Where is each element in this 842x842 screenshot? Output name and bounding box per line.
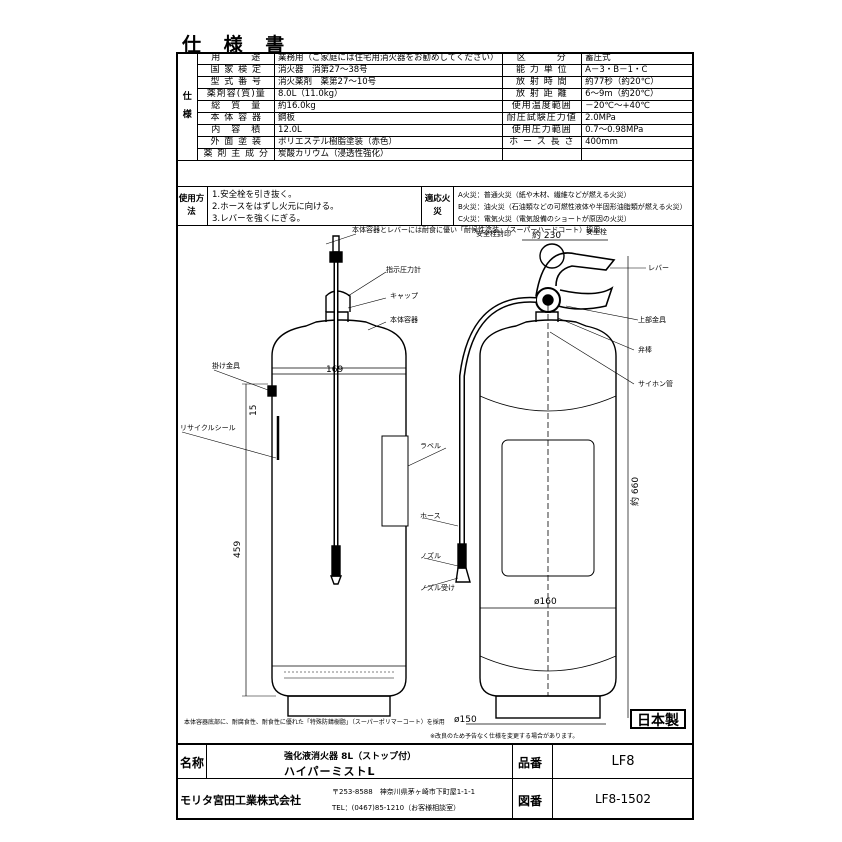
address-line-2: TEL：(0467)85-1210（お客様相談室） (332, 804, 461, 812)
name-label: 名称 (180, 756, 205, 770)
spec-label: 国 家 検 定 (197, 64, 276, 77)
dim-230: 約 230 (532, 229, 561, 241)
recycle-label: リサイクルシール (180, 424, 236, 432)
upper-fitting-label: 上部金具 (638, 315, 666, 324)
spec-value: 消火器 消第27～38号 (274, 64, 503, 77)
spec-value: 炭酸カリウム（浸透性強化） (274, 148, 503, 161)
usage-section: 使用方法 1.安全栓を引き抜く。 2.ホースをはずし火元に向ける。 3.レバーを… (176, 186, 694, 226)
dim-150: ø150 (454, 715, 477, 725)
fire-label: 適応火災 (422, 187, 454, 225)
spec-label-2: 使用温度範囲 (501, 100, 583, 113)
fire-type: B火災：油火災（石油類などの可燃性液体や半固形油脂類が燃える火災） (458, 203, 687, 211)
nozzle-label: ノズル (420, 551, 441, 560)
dim-15: 15 (249, 405, 259, 416)
spec-label-2: 耐圧試験圧力値 (501, 112, 583, 125)
spec-value: 8.0L（11.0kg） (274, 88, 503, 101)
company-name: モリタ宮田工業株式会社 (180, 794, 301, 807)
spec-value-2 (581, 148, 694, 161)
spec-value-2: －20℃～+40℃ (581, 100, 694, 113)
fire-type: C火災：電気火災（電気設備のショートが原因の火災） (458, 215, 631, 223)
product-name-1: 強化液消火器 8L（ストップ付） (284, 752, 417, 762)
usage-step: 2.ホースをはずし火元に向ける。 (212, 202, 339, 212)
usage-label: 使用方法 (176, 187, 208, 225)
lever-label: レバー (648, 264, 669, 272)
spec-value: ポリエステル樹脂塗装（赤色） (274, 136, 503, 149)
dim-169: 169 (326, 365, 343, 375)
spec-label: 用 途 (197, 52, 276, 65)
fire-type: A火災：普通火災（紙や木材、繊維などが燃える火災） (458, 191, 631, 199)
usage-step: 3.レバーを強くにぎる。 (212, 214, 306, 224)
spec-value: 鋼板 (274, 112, 503, 125)
dim-160: ø160 (534, 597, 557, 607)
spec-row: 薬 剤 主 成 分炭酸カリウム（浸透性強化） (177, 148, 694, 161)
cap-label: キャップ (390, 292, 418, 300)
dim-459: 459 (233, 541, 243, 558)
spec-label-2: 区 分 (501, 52, 583, 65)
spec-label-2 (501, 148, 583, 161)
spec-label-2: 放 射 時 間 (501, 76, 583, 89)
spec-label: 内 容 積 (197, 124, 276, 137)
spec-label: 型 式 番 号 (197, 76, 276, 89)
bottom-note-label: 本体容器底部に、耐腐食性、耐食性に優れた「特殊防錆樹脂」（スーパーポリマーコート… (184, 718, 445, 726)
valve-label: 弁棒 (638, 345, 652, 354)
spec-label: 外 面 塗 装 (197, 136, 276, 149)
fire-types: A火災：普通火災（紙や木材、繊維などが燃える火災） B火災：油火災（石油類などの… (454, 187, 694, 225)
usage-step: 1.安全栓を引き抜く。 (212, 190, 297, 200)
spec-value: 業務用（ご家庭には住宅用消火器をお勧めしてください） (274, 52, 503, 65)
spec-label-2: 能 力 単 位 (501, 64, 583, 77)
spec-value: 約16.0kg (274, 100, 503, 113)
spec-side-label: 仕様 (175, 52, 199, 161)
siphon-label: サイホン管 (638, 379, 673, 388)
spec-label-2: 使用圧力範囲 (501, 124, 583, 137)
spec-value-2: 約77秒（約20℃） (581, 76, 694, 89)
drawing-no-label: 図番 (518, 794, 543, 808)
spec-label: 総 質 量 (197, 100, 276, 113)
safety-pin-cover-label: 安全栓封印 (476, 229, 511, 238)
spec-value-2: 0.7～0.98MPa (581, 124, 694, 137)
spec-value-2: 蓄圧式 (581, 52, 694, 65)
spec-label: 本 体 容 器 (197, 112, 276, 125)
hanger-label: 掛け金具 (212, 361, 240, 370)
usage-steps: 1.安全栓を引き抜く。 2.ホースをはずし火元に向ける。 3.レバーを強くにぎる… (208, 187, 422, 225)
spec-value: 消火薬剤 薬第27～10号 (274, 76, 503, 89)
spec-value-2: 6～9m（約20℃） (581, 88, 694, 101)
spec-label-2: 放 射 距 離 (501, 88, 583, 101)
address-line-1: 〒253-8588 神奈川県茅ヶ崎市下町屋1-1-1 (332, 788, 476, 796)
improve-note: ※改良のため予告なく仕様を変更する場合があります。 (430, 732, 578, 740)
part-no: LF8 (611, 754, 635, 769)
spec-label: 薬剤容(質)量 (197, 88, 276, 101)
label-label: ラベル (420, 442, 441, 450)
dim-660: 約 660 (629, 477, 641, 506)
note-top-label: 本体容器とレバーには耐食に優い「耐候性塗装」（スーパーハードコート）採用 (352, 226, 600, 234)
part-no-label: 品番 (518, 756, 543, 770)
title-block: 名称 強化液消火器 8L（ストップ付） ハイパーミストL 品番 LF8 モリタ宮… (176, 743, 694, 820)
spec-value-2: 400mm (581, 136, 694, 149)
safety-pin-label: 安全栓 (586, 227, 607, 236)
extinguisher-drawing: 本体容器とレバーには耐食に優い「耐候性塗装」（スーパーハードコート）採用 指示圧… (180, 226, 673, 740)
hose-label: ホース (420, 512, 441, 520)
page-title: 仕 様 書 (182, 34, 293, 56)
spec-value: 12.0L (274, 124, 503, 137)
spec-value-2: A－3・B－1・C (581, 64, 694, 77)
body-label: 本体容器 (390, 315, 418, 324)
product-name-2: ハイパーミストL (284, 765, 376, 778)
indicator-label: 指示圧力計 (386, 265, 421, 274)
nozzle-holder-label: ノズル受け (420, 583, 455, 592)
spec-label-2: ホ ー ス 長 さ (501, 136, 583, 149)
spec-table: 仕様用 途業務用（ご家庭には住宅用消火器をお勧めしてください）区 分蓄圧式国 家… (175, 52, 694, 161)
spec-row: 仕様用 途業務用（ご家庭には住宅用消火器をお勧めしてください）区 分蓄圧式 (175, 52, 694, 161)
spec-label: 薬 剤 主 成 分 (197, 148, 276, 161)
spec-row: 型 式 番 号消火薬剤 薬第27～10号放 射 時 間約77秒（約20℃） (177, 76, 694, 89)
made-in-japan-badge: 日本製 (630, 709, 686, 729)
spec-value-2: 2.0MPa (581, 112, 694, 125)
drawing-no: LF8-1502 (594, 792, 652, 806)
